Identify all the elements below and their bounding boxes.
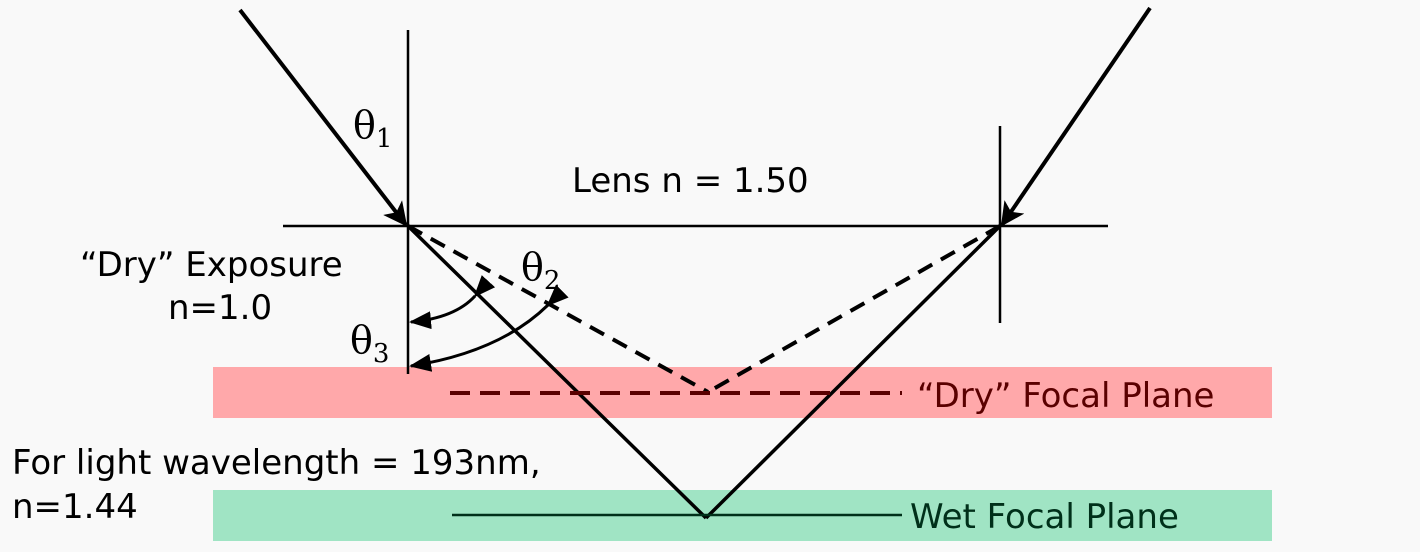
dry-focal-plane-label: “Dry” Focal Plane	[917, 376, 1214, 416]
theta1-label: θ1	[353, 103, 392, 154]
wet-index-label: n=1.44	[12, 487, 138, 527]
theta2-label: θ2	[521, 245, 560, 296]
dry-focal-band	[213, 367, 1272, 418]
wet-focal-plane-label: Wet Focal Plane	[910, 497, 1179, 537]
dry-index-label: n=1.0	[168, 288, 272, 328]
left-wet-ray	[406, 224, 708, 520]
theta3-label: θ3	[350, 318, 389, 369]
theta2-large-arc	[409, 284, 569, 372]
lens-index-label: Lens n = 1.50	[572, 161, 809, 201]
left-incident-ray	[238, 8, 408, 227]
right-dry-ray	[707, 224, 1001, 394]
dry-exposure-label: “Dry” Exposure	[80, 245, 343, 285]
right-wet-ray	[704, 224, 1002, 520]
right-incident-ray	[1000, 6, 1152, 227]
wavelength-label: For light wavelength = 193nm,	[12, 443, 541, 483]
